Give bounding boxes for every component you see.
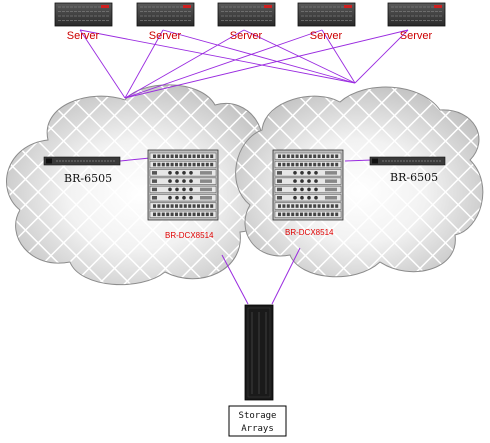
server-label: Server <box>230 30 263 42</box>
server-label: Server <box>310 30 343 42</box>
right-dcx8514-director <box>272 149 344 221</box>
server-label: Server <box>67 30 100 42</box>
fabric-cloud-left <box>6 84 274 286</box>
server-row: Server Server Server Server Server <box>54 2 446 42</box>
left-br6505-switch <box>43 156 121 166</box>
server-2: Server <box>136 2 195 42</box>
right-br6505-label: BR-6505 <box>390 171 438 184</box>
storage-label-box: Storage Arrays <box>228 405 287 437</box>
left-br6505-label: BR-6505 <box>64 172 112 185</box>
server-3: Server <box>217 2 276 42</box>
server-label: Server <box>400 30 433 42</box>
storage-array <box>244 304 274 401</box>
storage-label-line1: Storage <box>239 411 277 421</box>
server-label: Server <box>149 30 182 42</box>
server-4: Server <box>297 2 356 42</box>
server-1: Server <box>54 2 113 42</box>
storage-label-line2: Arrays <box>241 424 274 434</box>
right-dcx8514-label: BR-DCX8514 <box>285 228 334 237</box>
server-5: Server <box>387 2 446 42</box>
left-dcx8514-label: BR-DCX8514 <box>165 231 214 240</box>
right-br6505-switch <box>369 156 446 166</box>
fabric-links <box>79 29 409 305</box>
left-dcx8514-director <box>147 149 219 221</box>
fabric-cloud-right <box>235 86 484 278</box>
